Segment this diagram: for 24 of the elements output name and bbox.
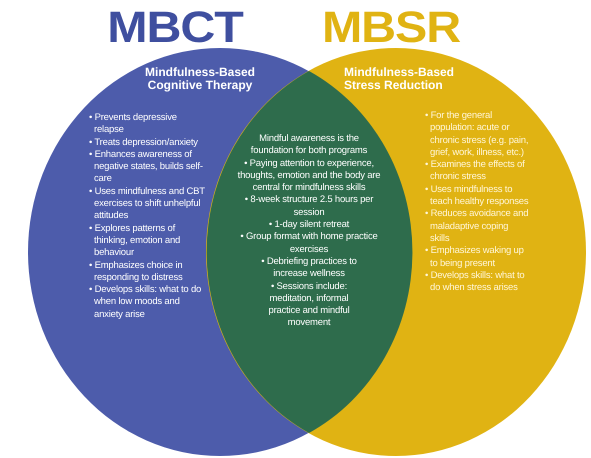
bullet-point: • Group format with home practice exercises bbox=[239, 231, 379, 256]
bullet-point: • Emphasizes waking up to being present bbox=[424, 245, 525, 270]
bullet-point: • Sessions include: meditation, informal practice and mindful movement bbox=[267, 280, 351, 330]
bullet-point: • Examines the effects of chronic stress bbox=[424, 159, 526, 184]
bullet-point: • Prevents depressive relapse bbox=[88, 112, 178, 137]
bullet-point: • Paying attention to experience, thoughts, emotion and the body are central for mindfulness skills bbox=[236, 158, 382, 194]
bullet-point: • For the general population: acute or chronic stress (e.g. pain, grief, work, illness, etc.) bbox=[424, 110, 530, 160]
bullet-point: • Treats depression/anxiety bbox=[88, 136, 199, 149]
bullet-point: • Emphasizes choice in responding to distress bbox=[88, 260, 184, 284]
bullet-point: • Debriefing practices to increase wellness bbox=[260, 256, 358, 281]
bullet-point: • Uses mindfulness and CBT exercises to shift unhelpful attitudes bbox=[88, 186, 206, 223]
program-title: Mindfulness-Based Cognitive Therapy bbox=[144, 66, 256, 92]
bullet-point: • Explores patterns of thinking, emotion and behaviour bbox=[88, 222, 182, 260]
bullet-point: • 1-day silent retreat bbox=[268, 219, 350, 232]
bullet-point: • 8-week structure 2.5 hours per session bbox=[244, 194, 374, 220]
bullet-point: • Uses mindfulness to teach healthy responses bbox=[424, 184, 530, 208]
program-acronym: MBCT bbox=[106, 4, 244, 52]
bullet-point: • Enhances awareness of negative states, builds self-care bbox=[88, 148, 204, 186]
bullet-point: • Develops skills: what to do when low moods and anxiety arise bbox=[88, 284, 202, 322]
bullet-point: • Reduces avoidance and maladaptive coping skills bbox=[424, 208, 530, 246]
bullet-point: • Develops skills: what to do when stress arises bbox=[424, 270, 526, 294]
description-text: Mindful awareness is the foundation for both programs bbox=[250, 133, 368, 158]
program-title: Mindfulness-Based Stress Reduction bbox=[344, 66, 456, 92]
program-acronym: MBSR bbox=[320, 4, 462, 52]
